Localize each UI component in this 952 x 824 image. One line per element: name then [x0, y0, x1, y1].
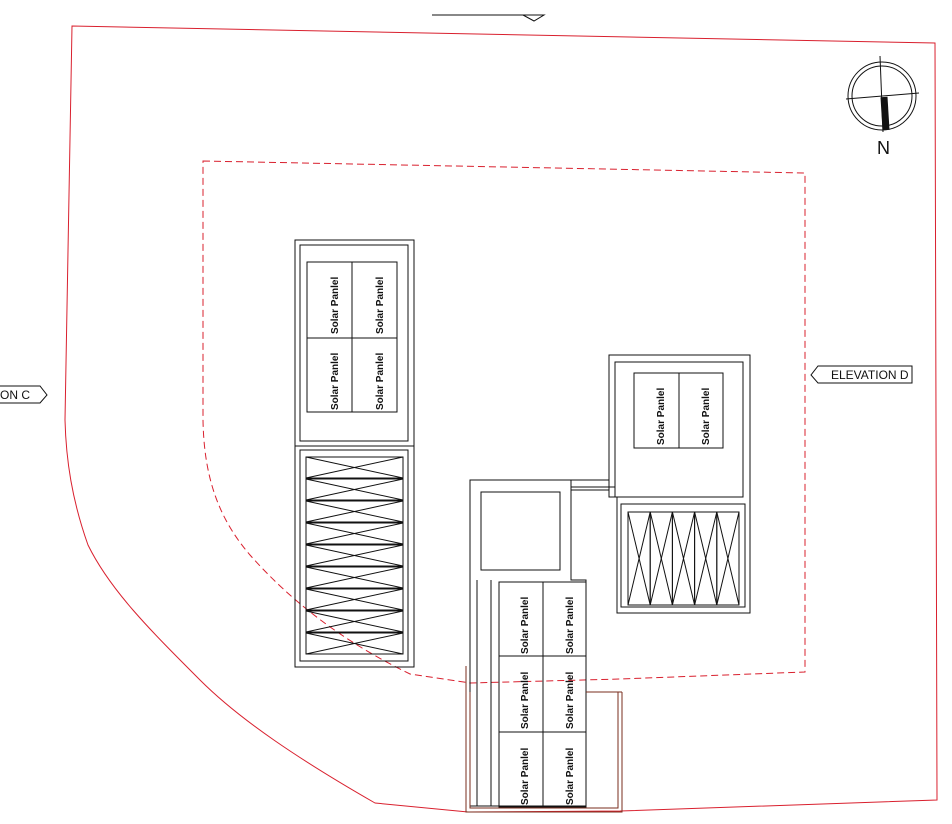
- crossed-void-cell: [305, 588, 404, 611]
- crossed-void-cell: [305, 478, 404, 501]
- crossed-void-grid: [305, 456, 404, 655]
- solar-panel-label: Solar Panlel: [565, 672, 576, 729]
- solar-panel-label: Solar Panlel: [375, 353, 386, 410]
- site-boundary: [64, 25, 938, 813]
- elevation-marker-left: ON C: [0, 385, 48, 404]
- solar-panel-label: Solar Panlel: [375, 277, 386, 334]
- north-label: N: [877, 138, 890, 158]
- north-arrow-icon: [845, 55, 920, 133]
- corridor: [571, 479, 615, 491]
- crossed-void-cell: [305, 544, 404, 567]
- solar-panel-label: Solar Panlel: [520, 597, 531, 654]
- crossed-void-cell: [649, 511, 673, 606]
- crossed-void-cell: [305, 500, 404, 523]
- building-middle: [465, 479, 623, 813]
- crossed-void-cell: [627, 511, 651, 606]
- crossed-void-cell: [305, 566, 404, 589]
- solar-panel-label: Solar Panlel: [330, 277, 341, 334]
- solar-panel-label: Solar Panlel: [701, 388, 712, 445]
- crossed-void-grid-right: [627, 511, 740, 606]
- solar-panel-label: Solar Panlel: [565, 748, 576, 805]
- crossed-void-cell: [305, 456, 404, 479]
- elevation-label-left: ON C: [0, 388, 30, 402]
- top-elevation-marker-icon: [432, 14, 546, 22]
- solar-panel-label: Solar Panlel: [656, 388, 667, 445]
- setback-line: [202, 160, 806, 684]
- building-right: [608, 354, 751, 614]
- solar-panel-label: Solar Panlel: [330, 353, 341, 410]
- crossed-void-cell: [716, 511, 740, 606]
- elevation-label-right: ELEVATION D: [831, 368, 909, 382]
- crossed-void-cell: [305, 632, 404, 655]
- building-left: [294, 239, 415, 668]
- crossed-void-cell: [305, 610, 404, 633]
- solar-panel-label: Solar Panlel: [520, 672, 531, 729]
- solar-panel-label: Solar Panlel: [565, 597, 576, 654]
- crossed-void-cell: [694, 511, 718, 606]
- elevation-marker-right: ELEVATION D: [810, 365, 913, 384]
- crossed-void-cell: [305, 522, 404, 545]
- solar-panel-label: Solar Panlel: [520, 748, 531, 805]
- crossed-void-cell: [671, 511, 696, 606]
- solar-panel-labels: Solar Panlel Solar Panlel Solar Panlel S…: [330, 277, 712, 805]
